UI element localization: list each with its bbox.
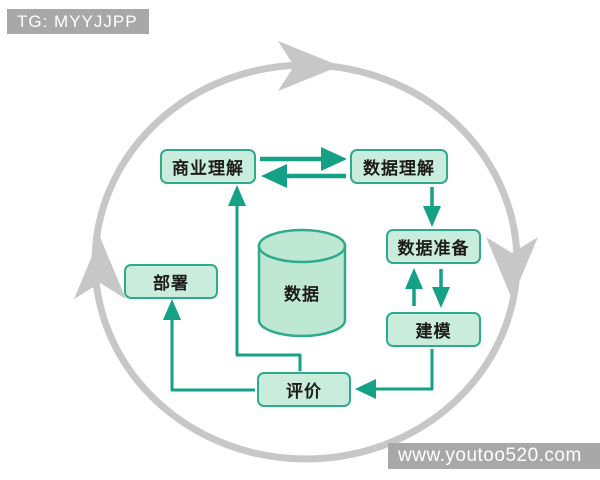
- node-business-understanding: 商业理解: [160, 149, 256, 184]
- arrow-data-understanding-to-business-icon: [261, 164, 346, 188]
- node-data-preparation: 数据准备: [386, 229, 481, 264]
- arrow-data-preparation-to-modeling-icon: [432, 269, 450, 308]
- arrow-data-understanding-to-data-preparation-icon: [423, 187, 441, 227]
- arrow-evaluation-to-business-understanding-icon: [228, 185, 302, 371]
- node-modeling: 建模: [386, 312, 481, 347]
- arrow-evaluation-to-deployment-icon: [163, 299, 255, 392]
- watermark-bottom-right: www.youtoo520.com: [388, 443, 600, 469]
- node-evaluation-label: 评价: [286, 382, 322, 401]
- node-business-understanding-label: 商业理解: [172, 159, 244, 178]
- arrow-business-to-data-understanding-icon: [260, 147, 347, 171]
- watermark-top-left: TG: MYYJJPP: [7, 9, 149, 34]
- cycle-arrowhead-top-icon: [278, 41, 340, 91]
- cycle-arrowhead-left-icon: [74, 237, 126, 299]
- node-modeling-label: 建模: [415, 322, 452, 341]
- node-evaluation: 评价: [257, 372, 351, 407]
- data-store-label: 数据: [284, 285, 320, 304]
- node-deployment: 部署: [124, 264, 218, 299]
- arrow-modeling-to-evaluation-icon: [355, 349, 434, 399]
- node-data-understanding: 数据理解: [350, 149, 448, 184]
- node-deployment-label: 部署: [153, 274, 189, 293]
- cycle-arrowhead-right-icon: [486, 237, 538, 299]
- node-data-preparation-label: 数据准备: [397, 239, 470, 258]
- arrow-modeling-to-data-preparation-icon: [405, 268, 423, 306]
- node-data-understanding-label: 数据理解: [363, 159, 435, 178]
